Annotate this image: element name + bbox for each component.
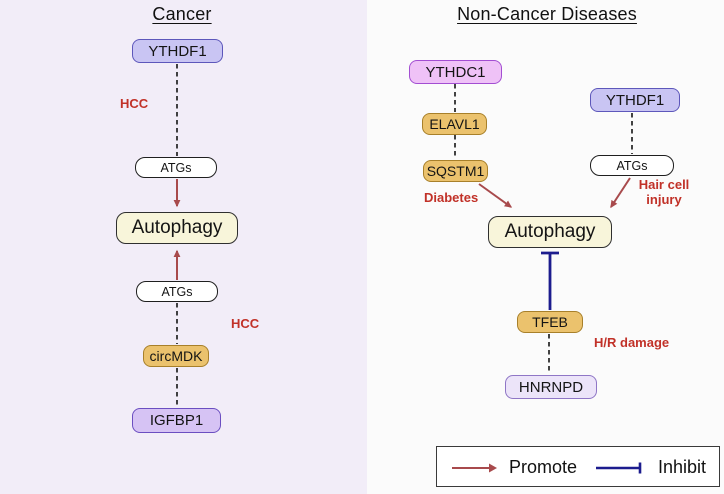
node-atgs-upper: ATGs <box>135 157 217 178</box>
legend-promote-item <box>451 447 499 488</box>
node-hnrnpd: HNRNPD <box>505 375 597 399</box>
legend: Promote Inhibit <box>436 446 720 487</box>
node-atgs-noncancer: ATGs <box>590 155 674 176</box>
label-hcc-upper: HCC <box>120 96 149 111</box>
inhibit-bar-icon <box>596 462 642 473</box>
node-igfbp1: IGFBP1 <box>132 408 221 433</box>
legend-inhibit-item <box>595 447 645 488</box>
cancer-panel-title: Cancer <box>152 4 212 24</box>
node-ythdf1-noncancer: YTHDF1 <box>590 88 680 112</box>
legend-promote-label-item: Promote <box>509 447 577 488</box>
node-elavl1: ELAVL1 <box>422 113 487 135</box>
legend-inhibit-label-item: Inhibit <box>658 447 706 488</box>
node-tfeb: TFEB <box>517 311 583 333</box>
label-hair-cell-line2: injury <box>646 192 682 207</box>
node-atgs-lower: ATGs <box>136 281 218 302</box>
promote-arrow-icon <box>452 463 497 472</box>
node-ythdf1-cancer: YTHDF1 <box>132 39 223 63</box>
label-diabetes: Diabetes <box>424 190 479 205</box>
node-autophagy-cancer: Autophagy <box>116 212 238 244</box>
node-sqstm1: SQSTM1 <box>423 160 488 182</box>
label-hr-damage: H/R damage <box>594 335 670 350</box>
label-hcc-lower: HCC <box>231 316 260 331</box>
non-cancer-panel-title: Non-Cancer Diseases <box>457 4 637 24</box>
legend-inhibit-label: Inhibit <box>658 457 707 477</box>
node-autophagy-noncancer: Autophagy <box>488 216 612 248</box>
label-hair-cell-line1: Hair cell <box>638 177 690 192</box>
node-ythdc1: YTHDC1 <box>409 60 502 84</box>
legend-promote-label: Promote <box>509 457 578 477</box>
node-circmdk: circMDK <box>143 345 209 367</box>
